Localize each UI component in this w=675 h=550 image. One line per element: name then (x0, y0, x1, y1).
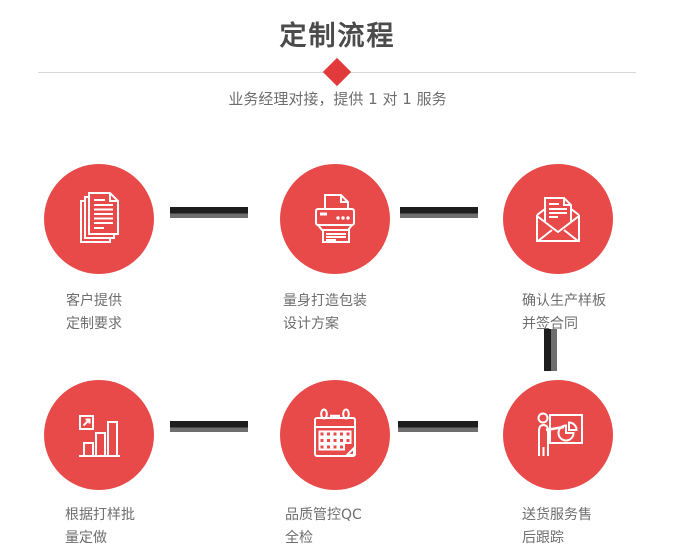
envelope-icon (536, 197, 580, 242)
step-label-line: 全检 (285, 530, 313, 546)
step-label-line: 客户提供 (66, 293, 122, 309)
step-label-line: 设计方案 (283, 316, 339, 332)
step-label-2: 量身打造包装 设计方案 (283, 290, 367, 336)
connector-horizontal (170, 207, 248, 218)
step-circle-4 (44, 380, 154, 490)
connector-horizontal (398, 421, 478, 432)
step-label-3: 确认生产样板 并签合同 (522, 290, 606, 336)
diamond-marker (322, 57, 352, 87)
documents-icon (80, 192, 119, 243)
step-circle-5 (280, 380, 390, 490)
step-label-line: 送货服务售 (522, 507, 592, 523)
step-label-line: 后跟踪 (522, 530, 564, 546)
printer-icon (315, 194, 355, 243)
step-label-line: 确认生产样板 (522, 293, 606, 309)
step-label-5: 品质管控QC 全检 (285, 504, 362, 550)
step-circle-2 (280, 164, 390, 274)
process-subtitle: 业务经理对接，提供 1 对 1 服务 (228, 90, 447, 108)
connector-horizontal (170, 421, 248, 432)
step-label-line: 量身打造包装 (283, 293, 367, 309)
step-label-line: 并签合同 (522, 316, 578, 332)
step-label-line: 量定做 (65, 530, 107, 546)
step-circle-6 (503, 380, 613, 490)
step-circle-3 (503, 164, 613, 274)
page-title: 定制流程 (279, 21, 396, 52)
step-label-line: 品质管控QC (285, 507, 362, 523)
step-label-6: 送货服务售 后跟踪 (522, 504, 592, 550)
calendar-icon (314, 408, 356, 457)
step-circle-1 (44, 164, 154, 274)
connector-horizontal (400, 207, 478, 218)
step-label-4: 根据打样批 量定做 (65, 504, 135, 550)
step-label-line: 根据打样批 (65, 507, 135, 523)
presentation-icon (537, 412, 583, 456)
step-label-1: 客户提供 定制要求 (66, 290, 122, 336)
step-label-line: 定制要求 (66, 316, 122, 332)
connector-vertical (544, 329, 557, 371)
bar-chart-icon (79, 415, 120, 457)
